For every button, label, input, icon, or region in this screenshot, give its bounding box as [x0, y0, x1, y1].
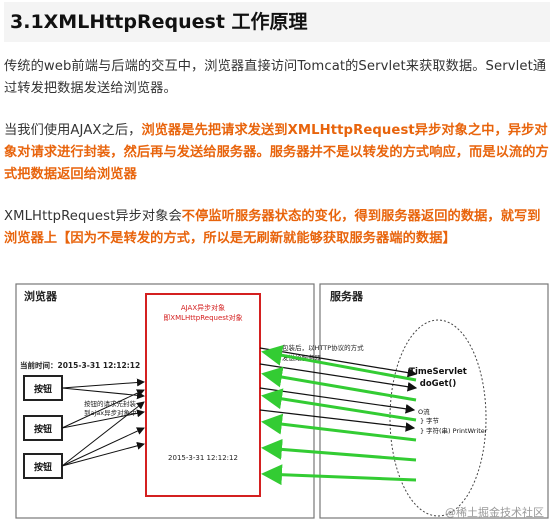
button-2[interactable]: 按钮 — [23, 415, 63, 441]
xhr-paragraph: XMLHttpRequest异步对象会不停监听服务器状态的变化，得到服务器返回的… — [4, 206, 550, 250]
request-note-line2: 到ajax异步对象中 — [84, 408, 137, 417]
watermark: @稀土掘金技术社区 — [445, 505, 544, 519]
send-arrows — [259, 347, 418, 432]
button-3[interactable]: 按钮 — [23, 453, 63, 479]
button-3-label: 按钮 — [34, 461, 52, 473]
servlet-ellipse — [389, 319, 487, 517]
ajax-object-title: AJAX异步对象 — [181, 303, 225, 312]
servlet-method: doGet() — [420, 379, 457, 389]
bytes-symbol: } — [420, 417, 424, 425]
xhr-paragraph-lead: XMLHttpRequest异步对象会 — [4, 209, 182, 224]
ajax-object-subtitle: 即XMLHttpRequest对象 — [163, 313, 242, 322]
browser-box — [15, 283, 315, 519]
current-time: 当前时间：2015-3-31 12:12:12 — [20, 360, 140, 370]
bytes-label: 字节 — [426, 416, 440, 425]
button-1[interactable]: 按钮 — [23, 375, 63, 401]
request-arrows — [61, 378, 145, 467]
server-label: 服务器 — [330, 289, 364, 303]
intro-paragraph: 传统的web前端与后端的交互中，浏览器直接访问Tomcat的Servlet来获取… — [4, 59, 547, 96]
browser-label: 浏览器 — [24, 289, 58, 303]
ajax-paragraph: 当我们使用AJAX之后，浏览器是先把请求发送到XMLHttpRequest异步对… — [4, 120, 550, 186]
response-arrows — [261, 344, 417, 486]
request-note-line1: 按钮的请求先封装 — [84, 399, 137, 408]
chars-symbol: } — [420, 427, 424, 435]
section-heading: 3.1XMLHttpRequest 工作原理 — [4, 2, 550, 42]
button-2-label: 按钮 — [34, 423, 52, 435]
ajax-paragraph-highlight: 浏览器是先把请求发送到XMLHttpRequest异步对象之中，异步对象对请求进… — [4, 123, 549, 182]
chars-label: 字符(串) PrintWriter — [426, 426, 488, 435]
xhr-paragraph-highlight: 不停监听服务器状态的变化，得到服务器返回的数据，就写到浏览器上【因为不是转发的方… — [4, 209, 541, 246]
ajax-diagram: 浏览器 服务器 AJAX异步对象 即XMLHttpRequest对象 2015-… — [15, 283, 549, 519]
server-box — [319, 283, 549, 519]
ajax-paragraph-lead: 当我们使用AJAX之后， — [4, 123, 142, 138]
pack-note-line1: 包装后，以HTTP协议的方式 — [282, 343, 364, 352]
ajax-time: 2015-3-31 12:12:12 — [168, 454, 238, 462]
ajax-object-box — [145, 293, 261, 497]
servlet-name: TimeServlet — [409, 367, 467, 377]
button-1-label: 按钮 — [34, 383, 52, 395]
stream-label: O流 — [418, 407, 430, 416]
